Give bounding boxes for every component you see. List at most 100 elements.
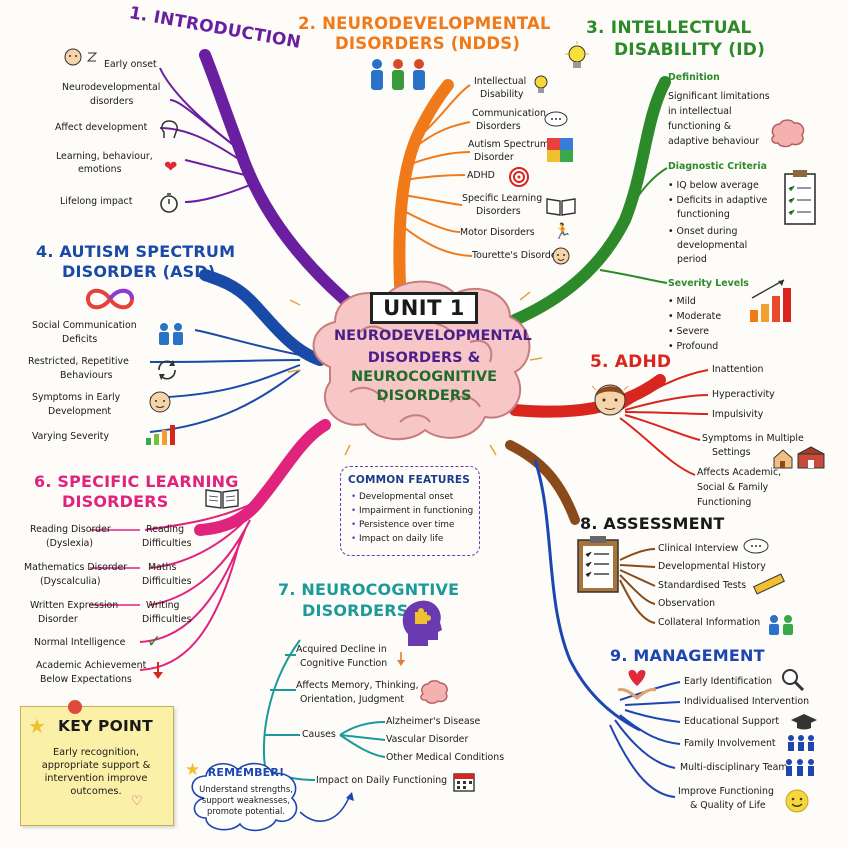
ncd-item: Other Medical Conditions: [386, 752, 505, 763]
adhd-item: Hyperactivity: [712, 389, 775, 400]
team-icon: [786, 759, 814, 776]
id-severity-label: Severity Levels: [668, 278, 749, 289]
id-definition-line: adaptive behaviour: [668, 136, 760, 147]
heart-hands-icon: [617, 670, 657, 700]
assessment-item: Standardised Tests: [658, 580, 747, 591]
star-icon: ★: [28, 714, 46, 738]
clipboard-icon: [784, 170, 816, 225]
asd-item: Development: [48, 406, 112, 417]
stopwatch-icon: [160, 193, 178, 213]
key-point-note: [20, 706, 174, 826]
id-criteria-item: functioning: [677, 209, 730, 220]
ncd-item: Acquired Decline in: [296, 644, 387, 655]
ncd-item: Impact on Daily Functioning: [316, 775, 448, 786]
id-criteria-item: period: [677, 254, 707, 265]
child-face-icon: [552, 247, 570, 265]
center-line-4: DISORDERS: [376, 388, 472, 404]
calendar-icon: [453, 773, 475, 792]
intro-item: Learning, behaviour,: [56, 151, 153, 162]
star-icon: ★: [185, 760, 201, 780]
sld-item: Disorder: [38, 614, 78, 625]
id-definition-line: Significant limitations: [668, 91, 770, 102]
id-criteria-item: • Deficits in adaptive: [668, 195, 768, 206]
ndd-item: Communication: [472, 108, 546, 119]
sld-title-line-1: 6. Specific Learning: [34, 472, 239, 491]
ndd-item: Motor Disorders: [460, 227, 535, 238]
unit-label: UNIT 1: [370, 292, 478, 324]
refresh-icon: [158, 360, 176, 380]
sld-item: (Dyslexia): [46, 538, 94, 549]
brain-icon: [771, 119, 805, 148]
speech-bubble-icon: [544, 111, 568, 127]
sld-item: Mathematics Disorder: [24, 562, 128, 573]
sld-item: Below Expectations: [40, 674, 132, 685]
baby-face-icon: [149, 391, 171, 413]
ndd-item: Intellectual: [474, 76, 527, 87]
ndd-item: Tourette's Disorder: [472, 250, 561, 261]
asd-item: Deficits: [62, 334, 98, 345]
two-people-icon: [159, 323, 183, 345]
sld-item: Reading Disorder: [30, 524, 111, 535]
head-puzzle-icon: [402, 600, 442, 646]
ncd-item: Vascular Disorder: [386, 734, 469, 745]
ndd-item: ADHD: [467, 170, 495, 181]
ruler-icon: [753, 573, 785, 595]
speech-bubble-icon: [743, 538, 769, 554]
smiley-icon: [785, 789, 809, 813]
center-line-1: NEURODEVELOPMENTAL: [334, 328, 532, 344]
ncd-item: Affects Memory, Thinking,: [296, 680, 419, 691]
sld-item: (Dyscalculia): [40, 576, 101, 587]
management-item: Multi-disciplinary Team: [680, 762, 788, 773]
ncd-title-line-2: Disorders: [302, 601, 409, 620]
remember-text: Understand strengths, support weaknesses…: [199, 784, 293, 816]
sld-item: Difficulties: [142, 576, 192, 587]
asd-item: Behaviours: [60, 370, 113, 381]
management-item: Educational Support: [684, 716, 780, 727]
asd-title-line-1: 4. Autism Spectrum: [36, 242, 236, 261]
id-criteria-item: • Onset during: [668, 226, 738, 237]
ncd-title-line-1: 7. Neurocogntive: [278, 580, 460, 599]
management-item: Early Identification: [684, 676, 773, 687]
boy-face-icon: [591, 384, 629, 416]
heart-icon: ❤: [164, 157, 178, 176]
baby-icon: [64, 48, 98, 66]
assessment-item: Collateral Information: [658, 617, 761, 628]
assessment-title: 8. Assessment: [580, 514, 725, 533]
assessment-item: Developmental History: [658, 561, 766, 572]
adhd-item: Symptoms in Multiple: [702, 433, 804, 444]
pin-icon: [68, 700, 82, 714]
id-title-line-2: Disability (ID): [614, 40, 766, 60]
down-arrow-icon: [153, 662, 163, 679]
key-point-text: Early recognition, appropriate support &…: [41, 747, 151, 797]
id-severity-item: • Moderate: [668, 311, 722, 322]
adhd-item: Inattention: [712, 364, 764, 375]
asd-item: Varying Severity: [32, 431, 110, 442]
management-item: & Quality of Life: [690, 800, 766, 811]
clipboard-icon: [577, 536, 619, 593]
sld-item: Difficulties: [142, 614, 192, 625]
central-topic: UNIT 1 NEURODEVELOPMENTAL DISORDERS & NE…: [334, 292, 532, 406]
sld-item: Maths: [148, 562, 177, 573]
sld-item: Writing: [146, 600, 180, 611]
adhd-item: Impulsivity: [712, 409, 764, 420]
ndd-item: Disability: [480, 89, 524, 100]
asd-title-line-2: Disorder (ASD): [62, 262, 216, 281]
down-arrow-icon: [397, 652, 405, 666]
common-features-list: • Developmental onset • Impairment in fu…: [351, 492, 474, 544]
magnifier-icon: [782, 669, 805, 692]
ncd-item: Orientation, Judgment: [300, 694, 405, 705]
ncd-item: Alzheimer's Disease: [386, 716, 481, 727]
asd-item: Restricted, Repetitive: [28, 356, 129, 367]
ndd-title-line-2: Disorders (NDDs): [335, 34, 521, 53]
sld-item: Reading: [146, 524, 185, 535]
ndd-item: Disorder: [474, 152, 514, 163]
intro-item: Early onset: [104, 59, 157, 70]
people-icon: [371, 59, 425, 90]
ndd-item: Autism Spectrum: [468, 139, 550, 150]
target-icon: [509, 167, 529, 187]
infinity-icon: [85, 288, 135, 310]
intro-item: Affect development: [55, 122, 148, 133]
asd-item: Social Communication: [32, 320, 137, 331]
ncd-item: Causes: [302, 729, 336, 740]
ndd-item: Disorders: [476, 206, 521, 217]
